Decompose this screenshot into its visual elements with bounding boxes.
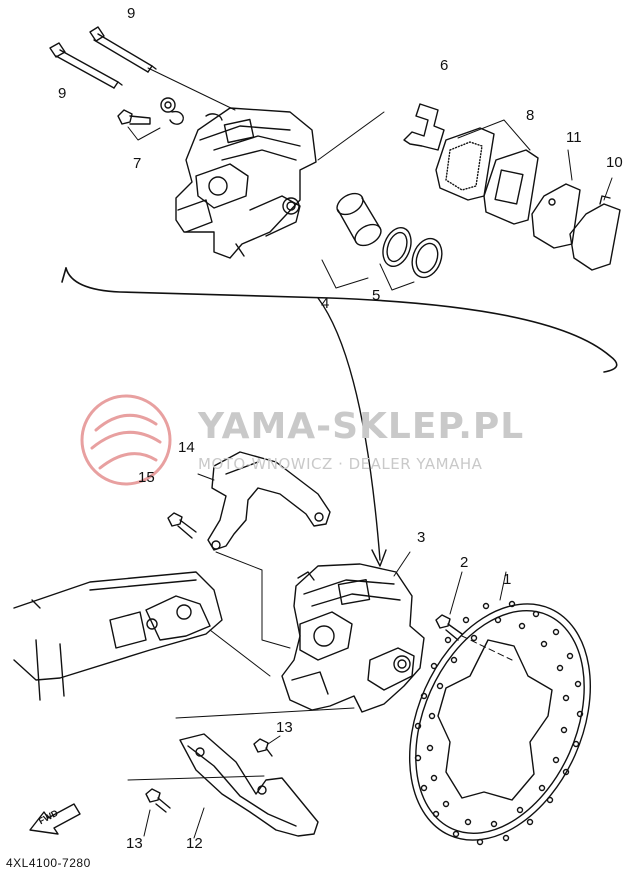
watermark-title: YAMA-SKLEP.PL	[198, 406, 525, 447]
drawing-code: 4XL4100-7280	[6, 856, 91, 870]
callout-14: 14	[178, 439, 195, 456]
callout-11: 11	[566, 129, 582, 146]
watermark-subtitle: MOTO-WNOWICZ · DEALER YAMAHA	[198, 455, 483, 473]
callout-15: 15	[138, 469, 155, 486]
swingarm	[13, 571, 223, 701]
callout-7: 7	[133, 155, 142, 172]
guard-bolt-lower	[145, 788, 171, 813]
brake-disc	[408, 600, 592, 846]
callout-9-lower: 9	[58, 85, 67, 102]
callout-5: 5	[372, 287, 381, 304]
callout-9-upper: 9	[127, 5, 136, 22]
pad-insulator	[569, 195, 621, 271]
caliper-bracket	[207, 451, 331, 551]
callout-8: 8	[526, 107, 535, 124]
callout-6: 6	[440, 57, 449, 74]
pad-shim	[531, 183, 581, 249]
callout-2: 2	[460, 554, 469, 571]
group-bracket	[65, 267, 618, 373]
fwd-arrow-icon	[29, 803, 81, 835]
caliper-exploded-upper	[175, 107, 317, 259]
caliper-pin-bolt-lower	[49, 42, 123, 89]
callout-13-upper: 13	[276, 719, 293, 736]
callout-4: 4	[321, 295, 330, 312]
piston	[336, 192, 382, 247]
guard-bolt-upper	[253, 738, 273, 757]
disc-bolt	[435, 614, 463, 641]
callout-12: 12	[186, 835, 203, 852]
callout-3: 3	[417, 529, 426, 546]
caliper-assembly	[281, 563, 425, 713]
caliper-pin-bolt-upper	[89, 26, 157, 73]
brake-pads	[435, 127, 539, 225]
callout-13-lower: 13	[126, 835, 143, 852]
bracket-bolt	[167, 512, 197, 539]
pad-spring-clip	[403, 103, 445, 151]
callout-1: 1	[503, 571, 512, 588]
disc-guard	[179, 733, 319, 837]
piston-seals	[382, 226, 443, 279]
assembly-arrow	[317, 297, 381, 561]
watermark-logo	[80, 394, 172, 486]
bleed-screw	[117, 97, 184, 125]
callout-10: 10	[606, 154, 623, 171]
